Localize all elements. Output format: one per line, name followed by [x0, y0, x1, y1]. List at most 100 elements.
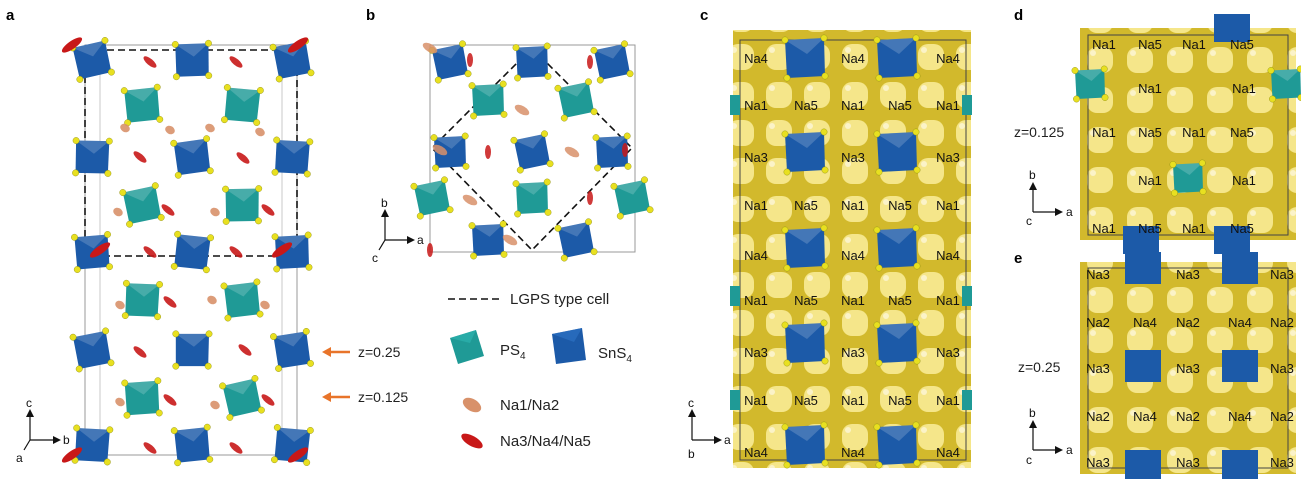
- ps4-tetrahedron: [410, 176, 454, 220]
- site-label-d: Na1: [1092, 221, 1116, 236]
- sns4-polyhedron: [1123, 226, 1159, 254]
- na345-site: [261, 394, 275, 406]
- na345-site: [587, 191, 593, 205]
- site-label-e: Na3: [1270, 455, 1294, 470]
- panel-b: b b a c: [366, 7, 654, 265]
- na345-site: [61, 37, 83, 53]
- na12-site: [165, 125, 175, 135]
- site-label-c: Na3: [936, 150, 960, 165]
- na345-site: [133, 151, 147, 163]
- na345-site: [161, 204, 175, 216]
- density-map-e: [1080, 262, 1296, 474]
- na345-site: [427, 243, 433, 257]
- site-label-d: Na1: [1182, 37, 1206, 52]
- ps4-tetrahedron: [468, 80, 508, 120]
- na12-site: [260, 300, 270, 310]
- sns4-polyhedron: [1125, 450, 1161, 479]
- site-label-c: Na1: [936, 98, 960, 113]
- ps4-polyhedron: [1169, 159, 1207, 197]
- sns4-tetrahedron: [554, 218, 598, 262]
- svg-text:Na3/Na4/Na5: Na3/Na4/Na5: [500, 433, 591, 450]
- z-label-0.125: z=0.125: [358, 389, 408, 405]
- legend-na12: Na1/Na2: [462, 397, 559, 414]
- site-label-e: Na2: [1176, 315, 1200, 330]
- site-label-d: Na1: [1182, 221, 1206, 236]
- na345-site: [287, 37, 309, 53]
- density-map-d: [1080, 28, 1296, 240]
- sns4-tetrahedron: [170, 135, 214, 179]
- panel-a-label: a: [6, 7, 15, 24]
- na345-site: [271, 242, 293, 258]
- na345-site: [261, 204, 275, 216]
- sns4-polyhedron: [1125, 350, 1161, 382]
- svg-text:b: b: [1029, 168, 1036, 182]
- site-label-e: Na3: [1086, 455, 1110, 470]
- site-label-d: Na5: [1138, 37, 1162, 52]
- svg-text:LGPS type cell: LGPS type cell: [510, 291, 609, 308]
- sns4-polyhedron: [873, 128, 921, 176]
- sns4-polyhedron: [1125, 252, 1161, 284]
- na12-site: [462, 194, 478, 206]
- site-label-d: Na1: [1232, 81, 1256, 96]
- na12-site: [120, 123, 130, 133]
- na12-site: [502, 234, 518, 246]
- legend-sns4: SnS4: [552, 328, 632, 365]
- site-label-c: Na5: [888, 98, 912, 113]
- na345-site: [236, 152, 250, 164]
- panel-e-axes: b a c: [1026, 406, 1073, 467]
- site-label-c: Na4: [936, 51, 960, 66]
- sns4-tetrahedron: [468, 220, 508, 260]
- na345-site: [89, 242, 111, 258]
- panel-c-axes: c a b: [688, 396, 731, 461]
- na345-site: [587, 55, 593, 69]
- site-label-c: Na1: [936, 198, 960, 213]
- svg-text:c: c: [1026, 214, 1032, 228]
- site-label-c: Na5: [888, 198, 912, 213]
- site-label-c: Na4: [936, 248, 960, 263]
- sns4-tetrahedron: [271, 136, 314, 178]
- sns4-tetrahedron: [172, 330, 213, 370]
- sns4-tetrahedron: [510, 130, 554, 174]
- na12-site: [115, 397, 125, 407]
- site-label-c: Na4: [841, 445, 865, 460]
- site-label-c: Na1: [841, 198, 865, 213]
- sns4-tetrahedron: [428, 40, 472, 84]
- sns4-polyhedron: [1222, 350, 1258, 382]
- site-label-c: Na4: [744, 445, 768, 460]
- site-label-e: Na4: [1228, 409, 1252, 424]
- na12-site: [115, 300, 125, 310]
- sns4-tetrahedron: [430, 132, 470, 172]
- panel-d-axes: b a c: [1026, 168, 1073, 228]
- site-label-e: Na4: [1228, 315, 1252, 330]
- na345-site: [229, 56, 243, 68]
- site-label-c: Na3: [936, 345, 960, 360]
- svg-text:c: c: [1026, 453, 1032, 467]
- sns4-polyhedron: [781, 319, 829, 367]
- sns4-tetrahedron: [71, 424, 114, 466]
- site-label-e: Na4: [1133, 409, 1157, 424]
- ps4-polyhedron: [730, 95, 740, 115]
- ps4-tetrahedron: [219, 375, 265, 421]
- panel-c-polyhedra: [730, 34, 972, 469]
- sns4-tetrahedron: [72, 137, 113, 177]
- ps4-tetrahedron: [121, 279, 163, 321]
- sns4-polyhedron: [781, 128, 829, 176]
- na12-site: [205, 123, 215, 133]
- na345-site: [143, 442, 157, 454]
- na345-site: [622, 143, 628, 157]
- site-label-e: Na3: [1086, 361, 1110, 376]
- site-label-c: Na5: [794, 393, 818, 408]
- site-label-c: Na1: [744, 293, 768, 308]
- site-label-d: Na1: [1138, 173, 1162, 188]
- sns4-polyhedron: [873, 319, 921, 367]
- svg-text:c: c: [688, 396, 694, 410]
- na12-site: [207, 295, 217, 305]
- site-label-e: Na3: [1176, 361, 1200, 376]
- z-arrow-0.125: z=0.125: [322, 389, 408, 405]
- site-label-e: Na2: [1086, 315, 1110, 330]
- na12-site: [514, 104, 530, 116]
- ps4-tetrahedron: [512, 178, 552, 218]
- sns4-tetrahedron: [271, 231, 313, 273]
